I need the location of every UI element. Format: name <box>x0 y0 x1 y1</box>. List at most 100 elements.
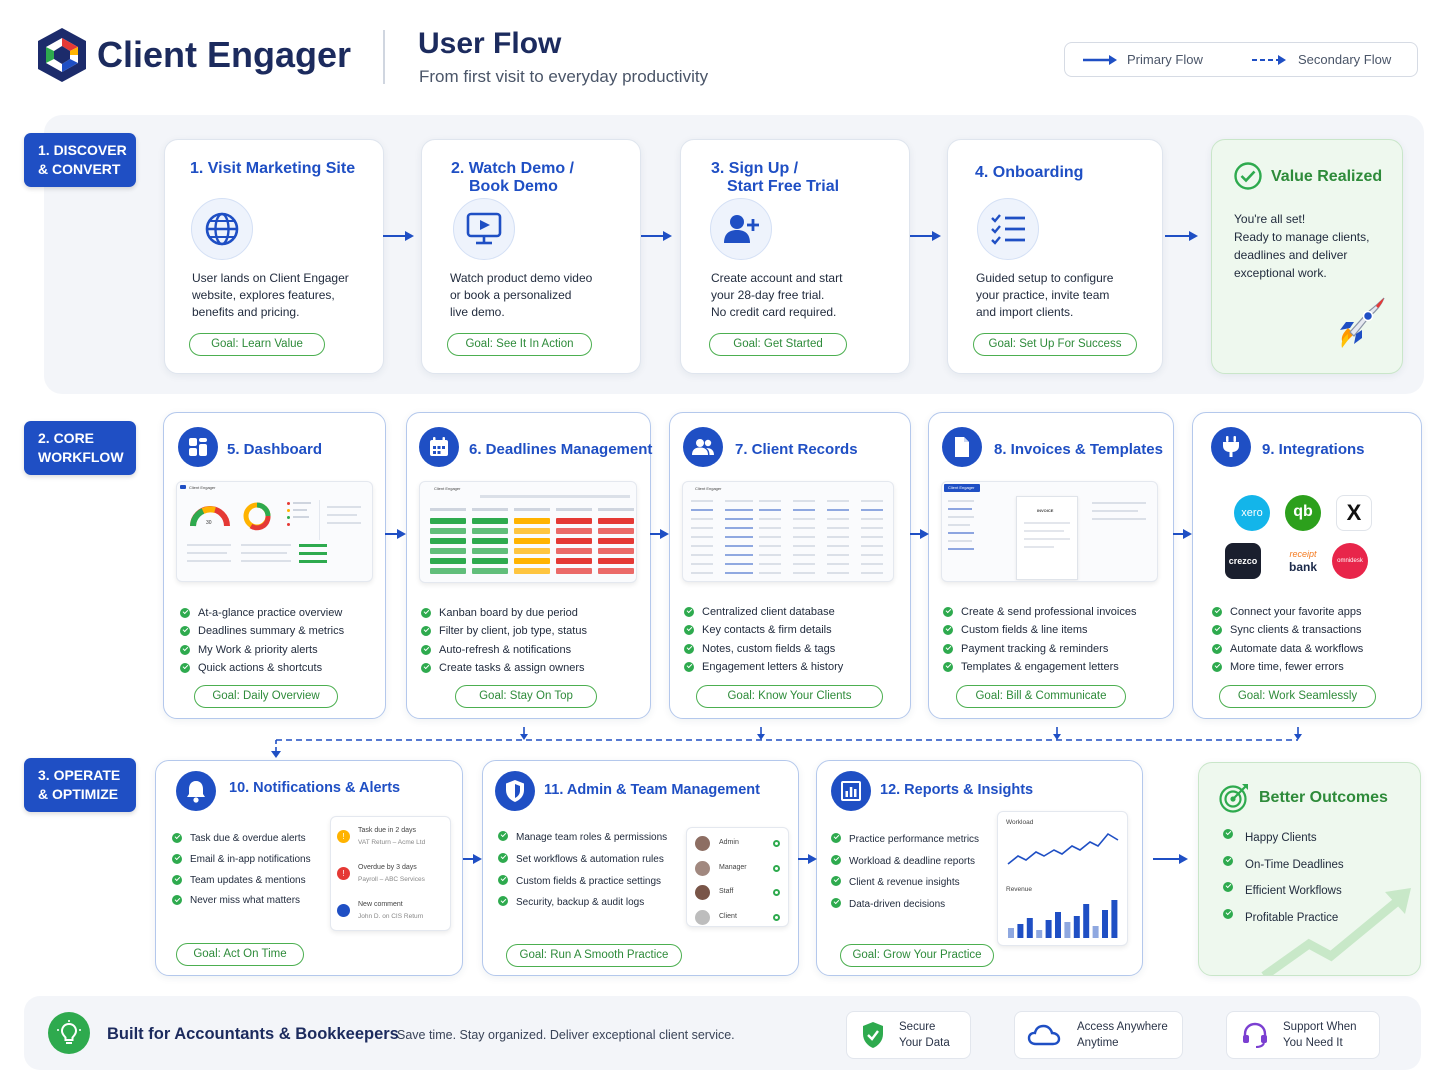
kanban-card <box>430 528 466 534</box>
brand-name: Client Engager <box>97 34 352 75</box>
badge-support: Support When You Need It <box>1226 1011 1380 1059</box>
table-cell <box>793 527 815 529</box>
feature-list: Task due & overdue alerts Email & in-app… <box>172 829 311 912</box>
users-icon <box>683 427 723 467</box>
better-outcomes-card: Better Outcomes Happy Clients On-Time De… <box>1198 762 1421 976</box>
kanban-card <box>514 558 550 564</box>
step-integrations[interactable]: 9. Integrations xero qb X crezco receipt… <box>1192 412 1422 719</box>
table-cell <box>691 563 713 565</box>
warning-icon: ! <box>337 830 350 843</box>
table-cell <box>691 527 713 529</box>
revenue-bar <box>1102 910 1108 938</box>
role-label: Client <box>719 912 737 920</box>
kanban-card <box>514 548 550 554</box>
step-watch-demo[interactable]: 2. Watch Demo / Book Demo Watch product … <box>421 139 641 374</box>
secondary-flow-connector <box>271 727 1302 758</box>
kanban-card <box>598 568 634 574</box>
avatar <box>695 909 710 925</box>
flow-arrow <box>385 529 406 539</box>
receipt-bank-logo: receipt bank <box>1288 549 1317 574</box>
step-dashboard[interactable]: 5. Dashboard Client Engager 30 <box>163 412 386 719</box>
role-label: Admin <box>719 839 739 846</box>
table-cell <box>861 509 883 511</box>
stage-1-tag: 1. DISCOVER & CONVERT <box>24 133 136 187</box>
table-cell <box>827 500 849 502</box>
footer-title: Built for Accountants & Bookkeepers <box>107 1025 399 1043</box>
feature-list: At-a-glance practice overview Deadlines … <box>180 604 344 677</box>
table-cell <box>691 500 713 502</box>
kanban-column-header <box>472 508 508 511</box>
kanban-card <box>472 528 508 534</box>
table-cell <box>827 545 849 547</box>
stage-2-label-line1: 2. CORE <box>38 430 95 446</box>
step-visit-marketing-site[interactable]: 1. Visit Marketing Site User lands on Cl… <box>164 139 384 374</box>
step-admin-team-management[interactable]: 11. Admin & Team Management Manage team … <box>482 760 799 976</box>
kanban-card <box>430 518 466 524</box>
calendar-icon <box>419 427 459 467</box>
feature-list: Practice performance metrics Workload & … <box>831 829 979 915</box>
invoice-label: INVOICE <box>1037 508 1054 513</box>
status-dot <box>773 840 780 847</box>
footer-bar: Built for Accountants & Bookkeepers Save… <box>24 996 1421 1070</box>
notification-item: ! Task due in 2 days VAT Return – Acme L… <box>337 825 447 855</box>
revenue-bar-chart <box>1008 900 1118 938</box>
goal-badge: Goal: Get Started <box>709 333 847 356</box>
table-cell <box>759 527 781 529</box>
step-invoices-templates[interactable]: 8. Invoices & Templates Client Engager I… <box>928 412 1174 719</box>
table-cell <box>691 536 713 538</box>
table-cell <box>793 536 815 538</box>
goal-badge: Goal: Run A Smooth Practice <box>506 944 682 967</box>
step-title: 8. Invoices & Templates <box>994 441 1163 458</box>
footer-tagline: Save time. Stay organized. Deliver excep… <box>397 1028 735 1042</box>
table-cell <box>759 500 781 502</box>
table-cell <box>691 572 713 574</box>
kanban-card <box>472 558 508 564</box>
step-reports-insights[interactable]: 12. Reports & Insights Practice performa… <box>816 760 1143 976</box>
legend-primary-label: Primary Flow <box>1127 52 1203 67</box>
goal-badge: Goal: Grow Your Practice <box>840 944 994 967</box>
stage-3-label-line2: & OPTIMIZE <box>38 786 119 802</box>
step-client-records[interactable]: 7. Client Records Client Engager Central… <box>669 412 911 719</box>
table-cell <box>759 518 781 520</box>
bar-chart-icon <box>831 771 871 811</box>
step-deadlines-management[interactable]: 6. Deadlines Management Client Engager K… <box>406 412 652 719</box>
page-title: User Flow <box>418 27 562 60</box>
table-cell <box>793 545 815 547</box>
step-sign-up[interactable]: 3. Sign Up / Start Free Trial Create acc… <box>680 139 910 374</box>
dashboard-screenshot: Client Engager 30 <box>176 481 373 582</box>
lightbulb-icon <box>48 1012 90 1054</box>
status-dot <box>773 913 780 921</box>
revenue-bar <box>1055 912 1061 938</box>
kanban-card <box>430 568 466 574</box>
page-subtitle: From first visit to everyday productivit… <box>419 67 709 86</box>
feature-list: Manage team roles & permissions Set work… <box>498 827 667 914</box>
table-cell <box>793 518 815 520</box>
kanban-card <box>514 518 550 524</box>
kanban-card <box>598 538 634 544</box>
table-cell <box>759 509 781 511</box>
header-divider <box>383 30 385 84</box>
goal-badge: Goal: Bill & Communicate <box>956 685 1126 708</box>
alert-icon: ! <box>337 867 350 880</box>
step-onboarding[interactable]: 4. Onboarding Guided setup to configure … <box>947 139 1163 374</box>
table-cell <box>691 554 713 556</box>
flow-legend: Primary Flow Secondary Flow <box>1064 42 1418 77</box>
svg-text:30: 30 <box>206 520 212 526</box>
table-cell <box>793 554 815 556</box>
table-cell <box>759 545 781 547</box>
table-cell <box>793 563 815 565</box>
role-label: Staff <box>719 888 734 895</box>
crezco-logo: crezco <box>1225 543 1261 579</box>
shield-icon <box>495 771 535 811</box>
flow-arrow <box>798 854 817 864</box>
outcome-list: Happy Clients On-Time Deadlines Efficien… <box>1223 825 1344 931</box>
client-records-screenshot: Client Engager <box>682 481 894 582</box>
solid-arrow-icon <box>1083 55 1117 65</box>
revenue-bar <box>1008 928 1014 938</box>
kanban-card <box>556 538 592 544</box>
revenue-bar <box>1083 904 1090 938</box>
avatar <box>695 885 710 900</box>
step-notifications-alerts[interactable]: 10. Notifications & Alerts Task due & ov… <box>155 760 463 976</box>
table-cell <box>793 509 815 511</box>
client-table <box>683 482 893 581</box>
